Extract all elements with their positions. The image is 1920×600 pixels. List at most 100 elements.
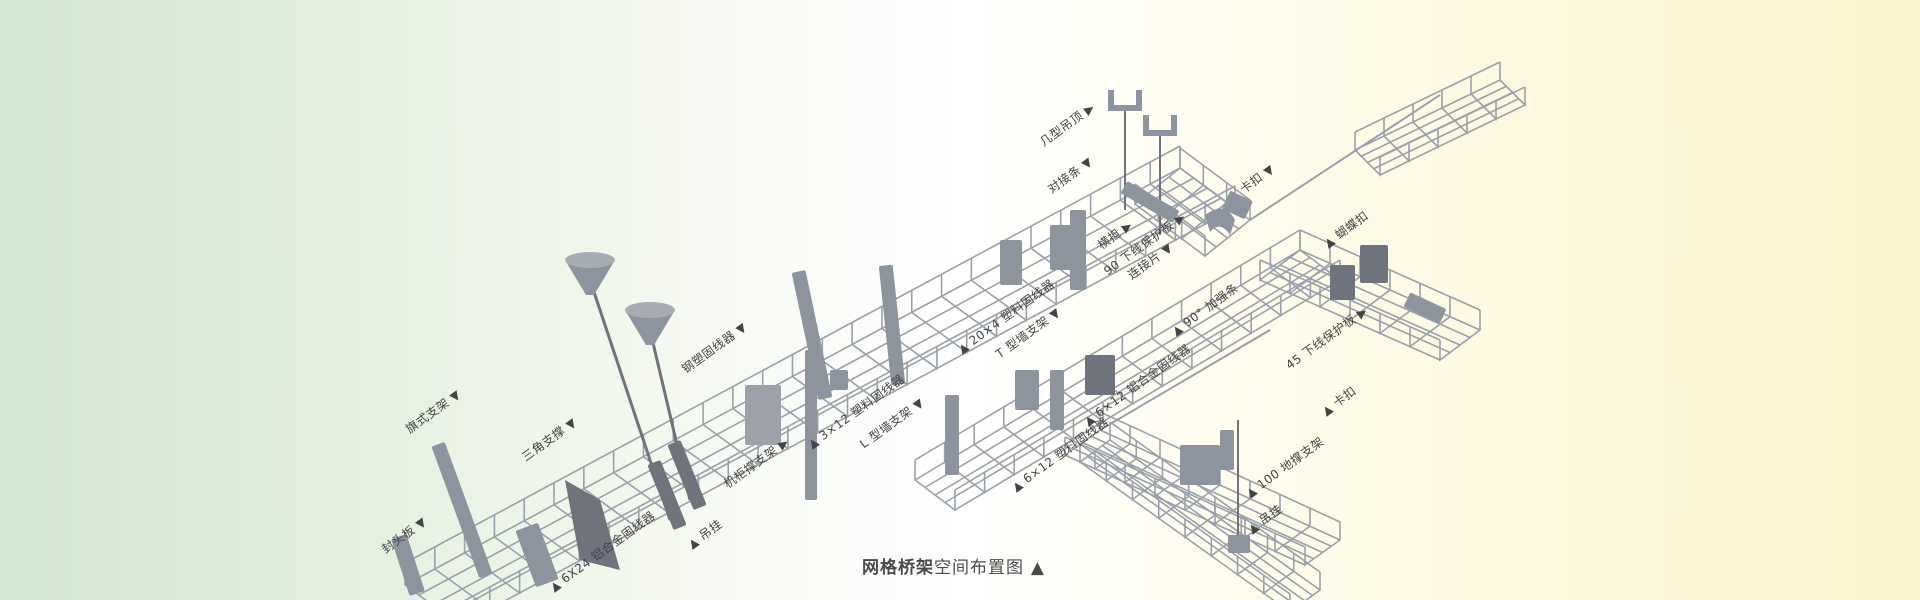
tray-rung xyxy=(1149,162,1206,226)
mesh-tray xyxy=(1354,61,1526,177)
mesh-tray xyxy=(1259,229,1481,362)
tray-rung xyxy=(821,338,879,403)
tray-rung xyxy=(761,370,819,435)
tray-top-rail xyxy=(914,229,1301,461)
tray-rung xyxy=(1064,412,1101,457)
mesh-tray xyxy=(914,229,1341,512)
mesh-tray xyxy=(1249,94,1441,221)
hanger-block xyxy=(1228,535,1250,553)
diagram-caption: 网格桥架空间布置图 ▲ xyxy=(862,553,1045,578)
tray-top-rail xyxy=(1099,329,1271,431)
tray-rung xyxy=(1244,494,1281,540)
tray-rung xyxy=(583,466,640,531)
tray-rail xyxy=(1379,104,1526,176)
tray-rung xyxy=(914,460,956,512)
plastic-clamp-6x12 xyxy=(1015,370,1039,410)
tray-rung xyxy=(1441,90,1468,135)
omega-ceiling-mount xyxy=(1108,90,1142,111)
tray-rung xyxy=(1121,336,1164,388)
tray-rung xyxy=(1259,230,1301,282)
hanger-channel xyxy=(648,460,686,530)
tray-rung xyxy=(1105,440,1138,483)
steel-plastic-clamp xyxy=(745,385,781,445)
tray-rung xyxy=(1274,508,1311,553)
mesh-trays xyxy=(404,61,1526,600)
tray-rung xyxy=(1412,104,1439,149)
tray-rung xyxy=(1236,534,1269,577)
tray-rung xyxy=(1204,200,1251,258)
floor-bracket-post xyxy=(1220,430,1234,470)
tray-rung xyxy=(1289,572,1321,600)
wall-bracket-post xyxy=(792,270,832,400)
caption-title-bold: 网格桥架 xyxy=(862,558,934,578)
tray-rung xyxy=(1409,296,1451,349)
hanger-channel xyxy=(668,440,706,510)
tray-rung xyxy=(1383,118,1410,163)
t-bracket-post xyxy=(1070,210,1086,290)
tray-rung xyxy=(1210,283,1252,335)
butterfly-clip xyxy=(1360,245,1388,283)
tray-rung xyxy=(1079,422,1111,464)
wall-bracket-post xyxy=(878,264,906,386)
tray-rail xyxy=(924,256,1311,489)
tray-rung xyxy=(1094,425,1131,471)
tray-top-rail xyxy=(1179,147,1251,201)
l-wall-bracket xyxy=(945,395,959,475)
tray-rung xyxy=(910,290,968,354)
crossbar xyxy=(1121,181,1179,223)
tray-rung xyxy=(1180,182,1228,241)
drop-guard-90 xyxy=(1205,208,1235,235)
tray-rung xyxy=(881,306,938,370)
tray-rung xyxy=(1180,300,1223,353)
tray-rung xyxy=(1059,210,1117,274)
small-clamp xyxy=(830,370,848,390)
tray-rung xyxy=(851,322,908,386)
tray-top-rail xyxy=(1379,86,1526,158)
tray-rung xyxy=(1210,515,1243,558)
tray-rail xyxy=(954,279,1341,511)
cone-top xyxy=(625,302,675,318)
tray-rung xyxy=(1184,497,1216,539)
drop-guard-45 xyxy=(1404,292,1446,324)
tray-rail xyxy=(1354,79,1501,151)
alloy-clamp-6x12 xyxy=(1085,355,1115,395)
tray-rung xyxy=(970,258,1028,322)
tray-rung xyxy=(1262,553,1295,595)
omega-ceiling-mount xyxy=(1143,115,1177,136)
tray-rung xyxy=(1354,132,1381,177)
mesh-tray xyxy=(1099,329,1271,431)
end-plate xyxy=(391,534,425,596)
cone-top xyxy=(565,252,615,268)
tray-rail xyxy=(1360,85,1507,157)
caption-marker: ▲ xyxy=(1030,558,1045,578)
alloy-clamp xyxy=(516,523,558,587)
floor-bracket-plate xyxy=(1180,445,1220,485)
mesh-tray xyxy=(1079,421,1321,600)
tray-rung xyxy=(463,530,521,595)
tray-rung xyxy=(434,546,491,600)
tray-rung xyxy=(1151,318,1193,371)
tray-rung xyxy=(1499,62,1526,107)
tray-rung xyxy=(943,442,986,494)
tray-rung xyxy=(1439,310,1481,362)
plastic-clamp-20x4 xyxy=(1050,225,1076,270)
tray-accessories xyxy=(391,90,1446,596)
tray-rung xyxy=(1349,270,1391,322)
tray-rung xyxy=(1379,283,1421,335)
tray-rail xyxy=(1134,203,1206,257)
tray-rung xyxy=(1124,439,1161,485)
tray-rung xyxy=(973,424,1016,477)
tray-rung xyxy=(1470,76,1497,121)
tray-rung xyxy=(1119,178,1177,242)
t-wall-bracket xyxy=(1050,370,1064,430)
triangle-brace xyxy=(565,480,620,570)
tray-rail xyxy=(1157,185,1228,239)
butterfly-clip xyxy=(1330,265,1355,300)
ceiling-cone xyxy=(565,260,615,295)
tray-rail xyxy=(1373,98,1520,170)
tray-top-rail xyxy=(1249,94,1441,221)
caption-title-rest: 空间布置图 xyxy=(934,558,1024,578)
tray-rung xyxy=(1089,194,1147,258)
tray-rung xyxy=(1269,247,1312,300)
